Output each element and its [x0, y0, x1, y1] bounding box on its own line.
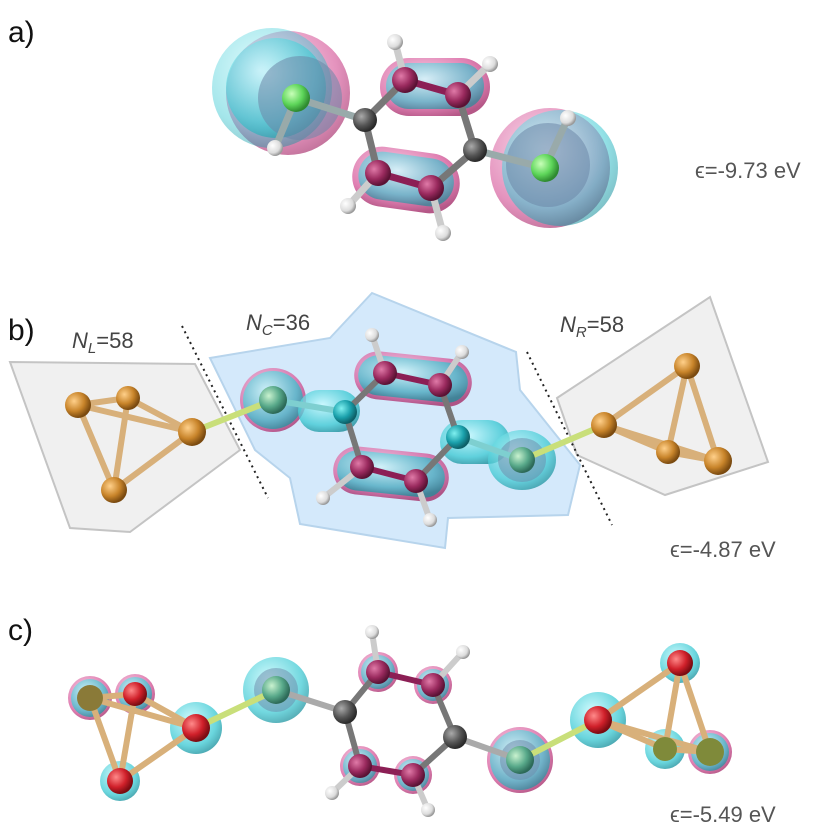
carbon-atom — [373, 361, 397, 385]
panel-b-energy: ϵ=-4.87 eV — [670, 537, 776, 562]
gold-atom — [667, 650, 693, 676]
gold-atom — [656, 440, 680, 464]
panel-c-energy: ϵ=-5.49 eV — [670, 802, 776, 827]
gold-atom — [696, 738, 724, 766]
sulfur-atom — [509, 447, 535, 473]
hydrogen-atom — [435, 225, 451, 241]
panel-c: c) — [8, 614, 776, 827]
sulfur-atom — [531, 154, 559, 182]
carbon-atom — [392, 67, 418, 93]
carbon-atom — [353, 108, 377, 132]
gold-atom — [178, 418, 206, 446]
gold-atom — [65, 392, 91, 418]
panel-b: b) NL=58 NC=36 NR=58 — [8, 291, 776, 562]
hydrogen-atom — [455, 345, 469, 359]
carbon-atom — [333, 700, 357, 724]
carbon-atom — [445, 82, 471, 108]
sulfur-atom — [506, 746, 534, 774]
hydrogen-atom — [325, 786, 339, 800]
sulfur-atom — [282, 84, 310, 112]
carbon-atom — [404, 469, 428, 493]
hydrogen-atom — [423, 513, 437, 527]
panel-c-label: c) — [8, 614, 33, 647]
panel-a-energy: ϵ=-9.73 eV — [695, 158, 801, 183]
gold-atom — [116, 386, 140, 410]
gold-atom — [674, 353, 700, 379]
carbon-atom — [333, 400, 357, 424]
hydrogen-atom — [365, 625, 379, 639]
panel-a: a) — [8, 16, 801, 241]
carbon-atom — [446, 425, 470, 449]
panel-c-atoms — [77, 625, 724, 817]
panel-a-atoms — [267, 34, 576, 241]
carbon-atom — [365, 160, 391, 186]
region-label-left: NL=58 — [72, 328, 134, 357]
panel-b-label: b) — [8, 314, 35, 347]
gold-atom — [123, 682, 147, 706]
hydrogen-atom — [340, 198, 356, 214]
gold-atom — [653, 737, 677, 761]
carbon-atom — [421, 673, 445, 697]
hydrogen-atom — [560, 110, 576, 126]
carbon-atom — [443, 725, 467, 749]
hydrogen-atom — [267, 140, 283, 156]
panel-b-atoms — [65, 328, 732, 527]
carbon-atom — [418, 175, 444, 201]
gold-atom — [584, 706, 612, 734]
gold-atom — [107, 768, 133, 794]
hydrogen-atom — [387, 34, 403, 50]
sulfur-atom — [259, 386, 287, 414]
region-label-center: NC=36 — [246, 310, 310, 339]
carbon-atom — [350, 455, 374, 479]
hydrogen-atom — [365, 328, 379, 342]
hydrogen-atom — [482, 56, 498, 72]
panel-a-label: a) — [8, 16, 35, 49]
left-divider — [181, 325, 269, 499]
gold-atom — [591, 412, 617, 438]
gold-atom — [101, 477, 127, 503]
central-region — [208, 291, 582, 550]
gold-atom — [77, 685, 103, 711]
carbon-atom — [348, 754, 372, 778]
gold-atom — [182, 714, 210, 742]
sulfur-atom — [262, 676, 290, 704]
carbon-atom — [463, 138, 487, 162]
carbon-atom — [401, 763, 425, 787]
hydrogen-atom — [421, 803, 435, 817]
carbon-atom — [428, 373, 452, 397]
hydrogen-atom — [316, 491, 330, 505]
carbon-atom — [366, 660, 390, 684]
hydrogen-atom — [456, 645, 470, 659]
region-label-right: NR=58 — [560, 312, 624, 341]
gold-atom — [704, 447, 732, 475]
